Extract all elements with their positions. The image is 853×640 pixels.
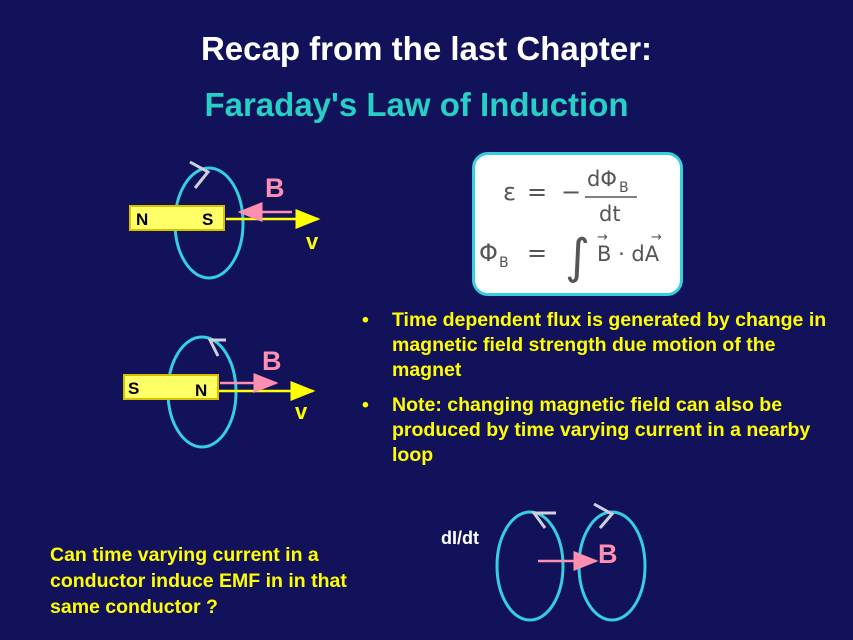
loop-direction-arrow-right (593, 502, 615, 529)
magnet-pole-n-middle: N (195, 381, 207, 400)
integrand: B · dA (597, 242, 660, 266)
flux-symbol: Φ (479, 239, 498, 267)
velocity-label-top: v (306, 229, 319, 254)
faraday-formulas: ε = − dΦ B dt Φ B = ∫ B · dA → → (479, 167, 662, 285)
current-change-label: dI/dt (441, 528, 479, 548)
bullet-marker: • (362, 394, 369, 416)
slide-title: Recap from the last Chapter: (200, 30, 653, 67)
loop-direction-arrow-middle (207, 338, 226, 357)
field-label-middle: B (262, 346, 282, 376)
bullet-text: Note: changing magnetic field can also b… (392, 394, 811, 466)
bullet-item: • Time dependent flux is generated by ch… (362, 308, 842, 383)
numerator-subscript: B (619, 180, 629, 196)
loop-direction-arrow-top (189, 160, 211, 189)
velocity-label-middle: v (295, 399, 308, 424)
bar-magnet-middle (123, 374, 219, 400)
bullet-list: • Time dependent flux is generated by ch… (362, 308, 842, 478)
emf-minus: − (561, 178, 581, 206)
slide-subtitle: Faraday's Law of Induction (204, 86, 629, 123)
diagram-top: N S B v (129, 160, 321, 280)
diagram-middle: S N B v (123, 335, 316, 449)
loop-direction-arrow-left (531, 511, 556, 529)
integral-sign: ∫ (565, 229, 590, 285)
magnet-pole-n-top: N (136, 210, 148, 229)
bullet-marker: • (362, 309, 369, 331)
flux-derivative-numerator: dΦ (587, 167, 617, 191)
flux-equals: = (527, 239, 547, 267)
magnet-pole-s-top: S (202, 210, 213, 229)
field-label-bottom: B (598, 539, 618, 569)
vector-arrow-b: → (597, 230, 608, 245)
field-label-top: B (265, 173, 285, 203)
bar-magnet-top (129, 205, 225, 231)
bullet-text: Time dependent flux is generated by chan… (392, 309, 827, 381)
question-text: Can time varying current in a conductor … (50, 544, 347, 618)
magnet-pole-s-middle: S (128, 379, 139, 398)
flux-subscript: B (499, 255, 509, 271)
flux-derivative-denominator: dt (599, 202, 621, 226)
diagram-bottom: dI/dt B (441, 502, 647, 622)
formula-box: ε = − dΦ B dt Φ B = ∫ B · dA → → (472, 152, 683, 296)
emf-symbol: ε (503, 178, 516, 206)
bullet-item: • Note: changing magnetic field can also… (362, 393, 842, 468)
vector-arrow-a: → (651, 230, 662, 245)
emf-equals: = (527, 178, 547, 206)
wire-loop-left (495, 510, 565, 622)
